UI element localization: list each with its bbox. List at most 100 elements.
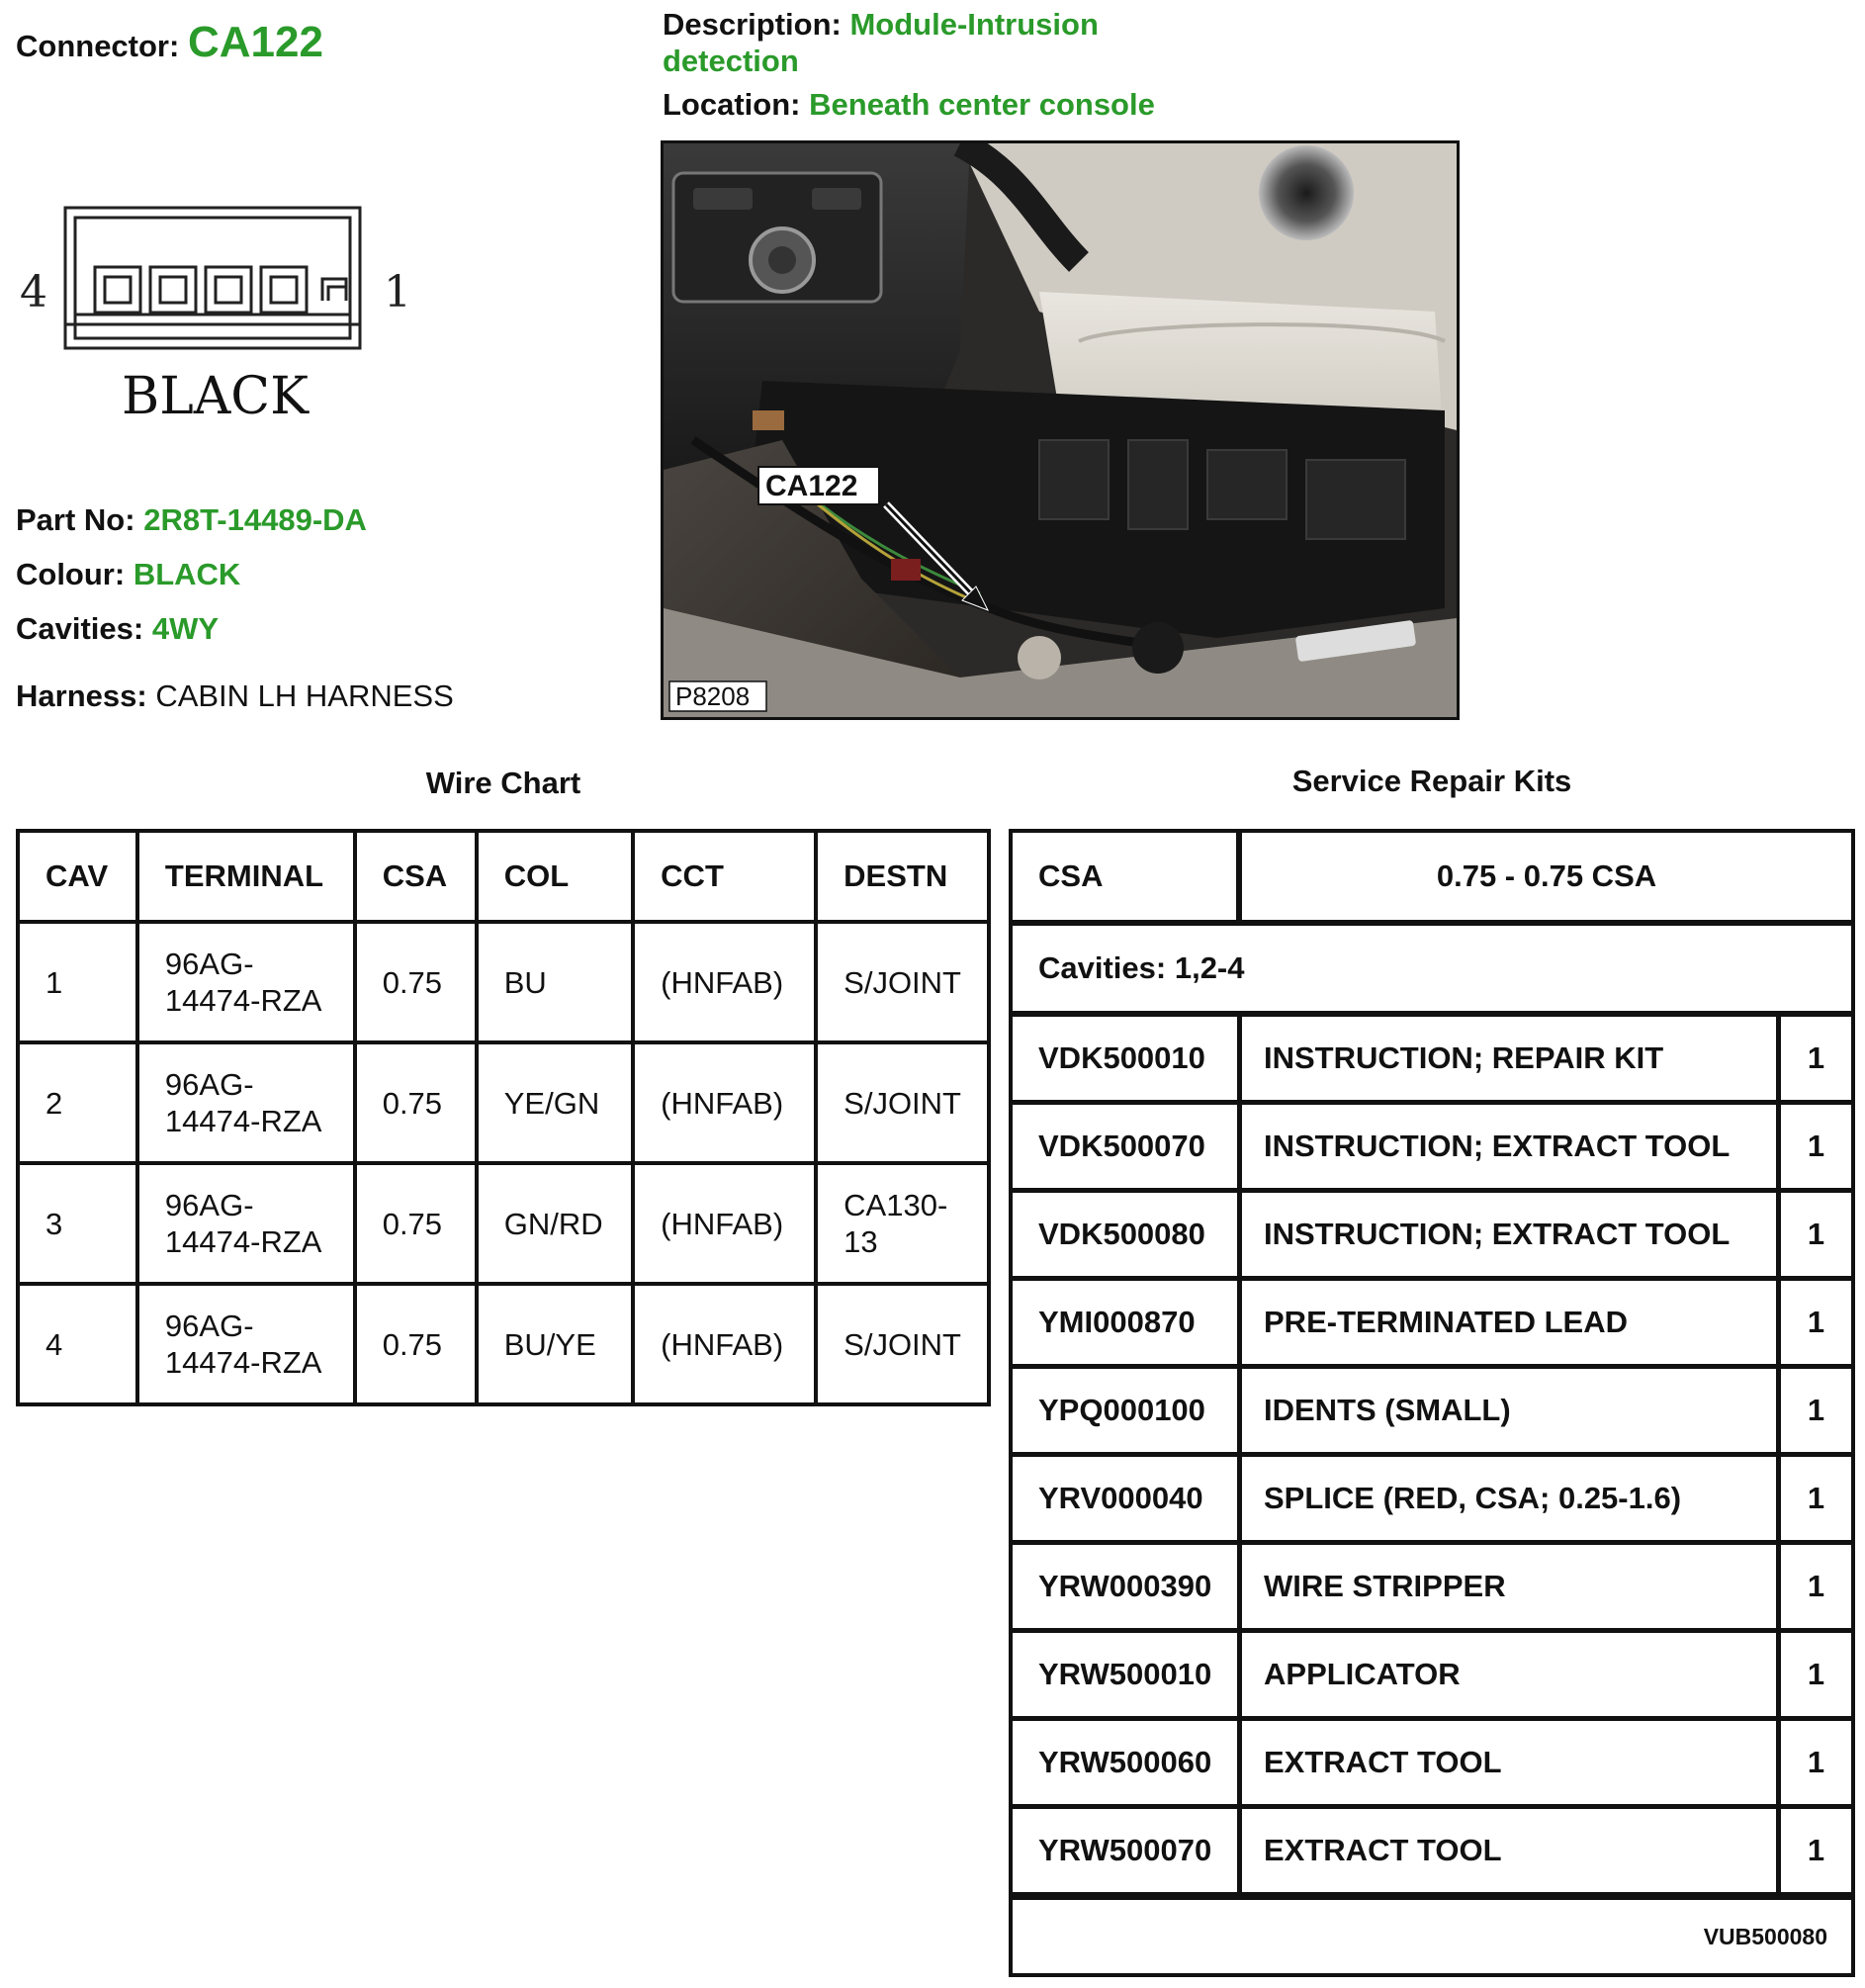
photo-ref-label: P8208: [675, 681, 750, 711]
colour-label: Colour:: [16, 557, 126, 591]
kit-part-no: YRW500010: [1013, 1633, 1242, 1716]
description-value: Module-Intrusion detection: [663, 7, 1099, 78]
cell-cct: (HNFAB): [631, 1040, 819, 1165]
col-header-col: COL: [474, 829, 636, 924]
location-label: Location:: [663, 87, 801, 122]
kit-description: IDENTS (SMALL): [1242, 1369, 1781, 1452]
cavities-value: 4WY: [151, 611, 220, 646]
polarization-key: [320, 277, 348, 301]
kit-part-no: YRV000040: [1013, 1457, 1242, 1540]
repair-kits-table: CSA 0.75 - 0.75 CSA Cavities: 1,2-4 VDK5…: [1009, 829, 1855, 1977]
kit-quantity: 1: [1807, 1129, 1825, 1163]
cell-col: BU: [474, 920, 636, 1044]
col-header-destn: DESTN: [814, 829, 991, 924]
colour-field: Colour: BLACK: [16, 557, 240, 592]
part-no-label: Part No:: [16, 502, 135, 537]
callout-arrow: [884, 502, 980, 602]
part-no-field: Part No: 2R8T-14489-DA: [16, 502, 367, 538]
kit-part-no: YMI000870: [1013, 1281, 1242, 1364]
pin-left-number: 4: [20, 267, 47, 317]
cell-csa: 0.75: [352, 1282, 479, 1406]
connector-field: Connector: CA122: [16, 18, 323, 67]
kit-part-no: YRW000390: [1013, 1545, 1242, 1628]
list-item: YRW500070 EXTRACT TOOL 1: [1013, 1809, 1851, 1897]
kit-quantity: 1: [1807, 1745, 1825, 1779]
list-item: VDK500080 INSTRUCTION; EXTRACT TOOL 1: [1013, 1193, 1851, 1281]
list-item: YRW500060 EXTRACT TOOL 1: [1013, 1721, 1851, 1809]
part-no-value: 2R8T-14489-DA: [143, 502, 367, 537]
cavities-label: Cavities:: [16, 611, 144, 646]
photo-callout-box: [757, 466, 880, 505]
kit-quantity: 1: [1807, 1305, 1825, 1339]
location-value: Beneath center console: [809, 87, 1155, 122]
connector-outline: [63, 206, 362, 350]
kit-quantity: 1: [1807, 1393, 1825, 1427]
cell-terminal: 96AG-14474-RZA: [134, 1161, 357, 1286]
photo-ref-box: [668, 680, 767, 712]
harness-label: Harness:: [16, 678, 147, 713]
cavity-squares: [93, 265, 309, 315]
kit-cavities: Cavities: 1,2-4: [1013, 926, 1851, 1017]
list-item: YMI000870 PRE-TERMINATED LEAD 1: [1013, 1281, 1851, 1369]
wire-chart-table: CAV TERMINAL CSA COL CCT DESTN 1 96AG-14…: [16, 829, 991, 1406]
kit-description: EXTRACT TOOL: [1242, 1809, 1781, 1892]
cell-destn: S/JOINT: [814, 1040, 991, 1165]
cell-csa: 0.75: [352, 1040, 479, 1165]
harness-value: CABIN LH HARNESS: [155, 678, 454, 713]
pin-right-number: 1: [384, 267, 411, 317]
kit-description: INSTRUCTION; EXTRACT TOOL: [1242, 1105, 1781, 1188]
cell-cct: (HNFAB): [631, 1161, 819, 1286]
list-item: YRW000390 WIRE STRIPPER 1: [1013, 1545, 1851, 1633]
table-row: 1 96AG-14474-RZA 0.75 BU (HNFAB) S/JOINT: [16, 920, 991, 1044]
photo-callout-label: CA122: [765, 470, 857, 502]
col-header-terminal: TERMINAL: [134, 829, 357, 924]
cell-csa: 0.75: [352, 920, 479, 1044]
kit-quantity: 1: [1807, 1833, 1825, 1867]
cell-terminal: 96AG-14474-RZA: [134, 1282, 357, 1406]
cell-cav: 3: [16, 1161, 139, 1286]
cell-col: YE/GN: [474, 1040, 636, 1165]
kit-part-no: YRW500070: [1013, 1809, 1242, 1892]
cell-csa: 0.75: [352, 1161, 479, 1286]
cell-cav: 4: [16, 1282, 139, 1406]
kit-part-no: YPQ000100: [1013, 1369, 1242, 1452]
kit-csa-row: CSA 0.75 - 0.75 CSA: [1013, 833, 1851, 926]
col-header-cav: CAV: [16, 829, 139, 924]
kit-quantity: 1: [1807, 1657, 1825, 1691]
table-row: 4 96AG-14474-RZA 0.75 BU/YE (HNFAB) S/JO…: [16, 1282, 991, 1406]
cell-destn: CA130-13: [814, 1161, 991, 1286]
table-row: 2 96AG-14474-RZA 0.75 YE/GN (HNFAB) S/JO…: [16, 1040, 991, 1165]
kit-quantity: 1: [1807, 1481, 1825, 1515]
location-field: Location: Beneath center console: [663, 87, 1155, 123]
kit-code-row: VUB500080: [1013, 1897, 1851, 1973]
connector-value: CA122: [187, 18, 323, 66]
kit-quantity: 1: [1807, 1040, 1825, 1075]
description-label: Description:: [663, 7, 842, 42]
wire-chart-title: Wire Chart: [425, 766, 581, 800]
list-item: VDK500070 INSTRUCTION; EXTRACT TOOL 1: [1013, 1105, 1851, 1193]
console-photo-illustration: CA122 P8208: [664, 143, 1457, 717]
list-item: YPQ000100 IDENTS (SMALL) 1: [1013, 1369, 1851, 1457]
kit-quantity: 1: [1807, 1569, 1825, 1603]
location-photo: CA122 P8208: [661, 140, 1460, 720]
cell-cct: (HNFAB): [631, 920, 819, 1044]
cell-destn: S/JOINT: [814, 1282, 991, 1406]
kit-csa-label: CSA: [1013, 833, 1242, 920]
kit-quantity: 1: [1807, 1217, 1825, 1251]
cell-cct: (HNFAB): [631, 1282, 819, 1406]
kit-part-no: VDK500080: [1013, 1193, 1242, 1276]
connector-face-diagram: 4 1 BLACK: [20, 206, 411, 425]
cell-terminal: 96AG-14474-RZA: [134, 1040, 357, 1165]
list-item: YRV000040 SPLICE (RED, CSA; 0.25-1.6) 1: [1013, 1457, 1851, 1545]
kit-part-no: YRW500060: [1013, 1721, 1242, 1804]
kit-description: INSTRUCTION; EXTRACT TOOL: [1242, 1193, 1781, 1276]
kit-description: EXTRACT TOOL: [1242, 1721, 1781, 1804]
list-item: VDK500010 INSTRUCTION; REPAIR KIT 1: [1013, 1017, 1851, 1105]
connector-color-text: BLACK: [122, 367, 310, 425]
kit-description: WIRE STRIPPER: [1242, 1545, 1781, 1628]
col-header-cct: CCT: [631, 829, 819, 924]
cell-col: BU/YE: [474, 1282, 636, 1406]
cell-destn: S/JOINT: [814, 920, 991, 1044]
cell-cav: 2: [16, 1040, 139, 1165]
cavities-field: Cavities: 4WY: [16, 611, 219, 647]
